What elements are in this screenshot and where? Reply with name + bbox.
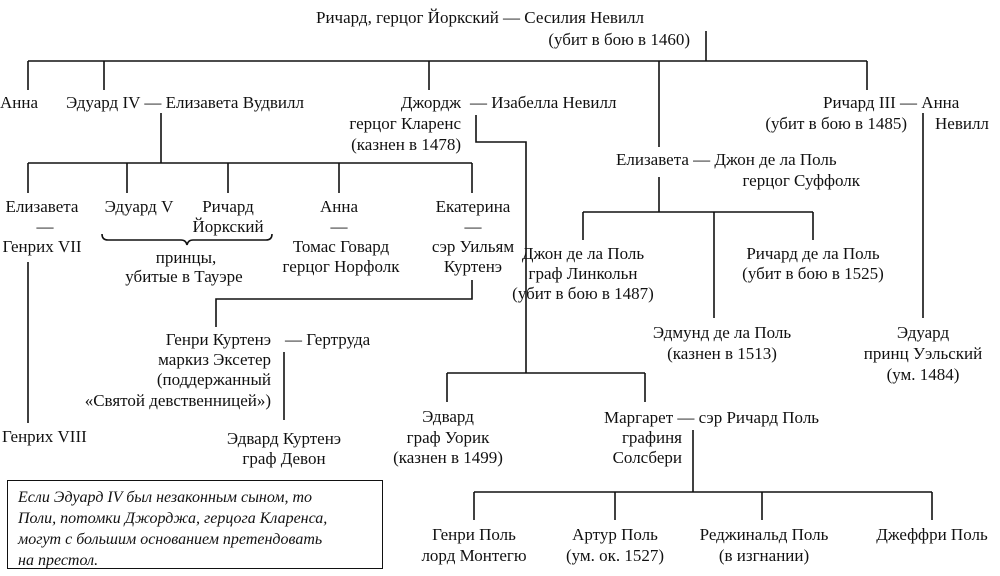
arthur-pole: Артур Поль	[572, 525, 658, 544]
courtenay-note2: «Святой девственницей»)	[84, 391, 271, 410]
richard-delapole: Ричард де ла Поль	[746, 244, 880, 263]
warwick-note: (казнен в 1499)	[393, 448, 503, 467]
edward4-couple: Эдуард IV — Елизавета Вудвилл	[66, 93, 304, 112]
york-couple: Ричард, герцог Йоркский — Сесилия Невилл	[316, 8, 645, 27]
henry7-name: Генрих VII	[2, 237, 82, 256]
isabella-name: — Изабелла Невилл	[470, 93, 617, 112]
warwick-name: Эдвард	[422, 407, 474, 426]
warwick-title: граф Уорик	[406, 428, 490, 447]
edward-prince-title: принц Уэльский	[863, 344, 983, 363]
richard3-couple: Ричард III — Анна	[823, 93, 960, 112]
neville-name: Невилл	[935, 114, 989, 133]
courtenay-name2: Куртенэ	[443, 257, 503, 276]
elizabeth-couple: Елизавета — Джон де ла Поль	[616, 150, 837, 169]
note-line: на престол.	[18, 552, 99, 569]
marriage-dash: —	[330, 217, 348, 236]
margaret-title: графиня	[621, 428, 682, 447]
edward-prince-note: (ум. 1484)	[886, 365, 960, 384]
marriage-dash: —	[36, 217, 54, 236]
exeter-title: маркиз Эксетер	[158, 350, 271, 369]
edmund-delapole-note: (казнен в 1513)	[667, 344, 777, 363]
henry-pole-title: лорд Монтегю	[421, 546, 527, 565]
courtenay-name: сэр Уильям	[431, 237, 515, 256]
geoffrey-pole: Джеффри Поль	[876, 525, 988, 544]
george-name: Джордж	[400, 93, 461, 112]
edmund-delapole: Эдмунд де ла Поль	[652, 323, 792, 342]
courtenay-descent	[215, 280, 473, 327]
howard-name: Томас Говард	[292, 237, 390, 256]
devon-title: граф Девон	[242, 449, 326, 468]
john-delapole-title: граф Линкольн	[528, 264, 638, 283]
arthur-pole-note: (ум. ок. 1527)	[565, 546, 665, 565]
edward5-name: Эдуард V	[104, 197, 174, 216]
anna-name: Анна	[0, 93, 39, 112]
princes-label: принцы,	[155, 248, 217, 267]
richard-york-name2: Йоркский	[192, 217, 264, 236]
george-note: (казнен в 1478)	[351, 135, 461, 154]
note-line: могут с большим основанием претендовать	[18, 531, 323, 548]
york-note: (убит в бою в 1460)	[548, 30, 690, 49]
princes-label2: убитые в Тауэре	[125, 267, 243, 286]
gertrude-name: — Гертруда	[285, 330, 371, 349]
henry-courtenay: Генри Куртенэ	[165, 330, 271, 349]
marriage-dash: —	[464, 217, 482, 236]
anne-name: Анна	[319, 197, 359, 216]
john-delapole-note: (убит в бою в 1487)	[512, 284, 654, 303]
margaret-couple: Маргарет — сэр Ричард Поль	[604, 408, 820, 427]
george-title: герцог Кларенс	[349, 114, 461, 133]
margaret-title2: Солсбери	[612, 448, 682, 467]
george-descent	[475, 115, 527, 373]
john-delapole: Джон де ла Поль	[521, 244, 645, 263]
suffolk-title: герцог Суффолк	[742, 171, 860, 190]
howard-title: герцог Норфолк	[282, 257, 400, 276]
edward-prince-name: Эдуард	[896, 323, 950, 342]
princes-brace	[101, 233, 273, 246]
elizabeth-york: Елизавета	[5, 197, 79, 216]
henry-pole: Генри Поль	[432, 525, 516, 544]
note-line: Поли, потомки Джорджа, герцога Кларенса,	[18, 510, 328, 527]
reginald-pole: Реджинальд Поль	[699, 525, 829, 544]
richard-york-name: Ричард	[202, 197, 254, 216]
reginald-pole-note: (в изгнании)	[718, 546, 810, 565]
catherine-name: Екатерина	[435, 197, 511, 216]
courtenay-note1: (поддержанный	[156, 370, 271, 389]
richard-delapole-note: (убит в бою в 1525)	[742, 264, 884, 283]
edward-courtenay: Эдвард Куртенэ	[226, 429, 342, 448]
henry8-name: Генрих VIII	[2, 427, 87, 446]
richard3-note: (убит в бою в 1485)	[765, 114, 907, 133]
annotation-box: Если Эдуард IV был незаконным сыном, то …	[7, 480, 383, 569]
note-line: Если Эдуард IV был незаконным сыном, то	[18, 489, 312, 506]
